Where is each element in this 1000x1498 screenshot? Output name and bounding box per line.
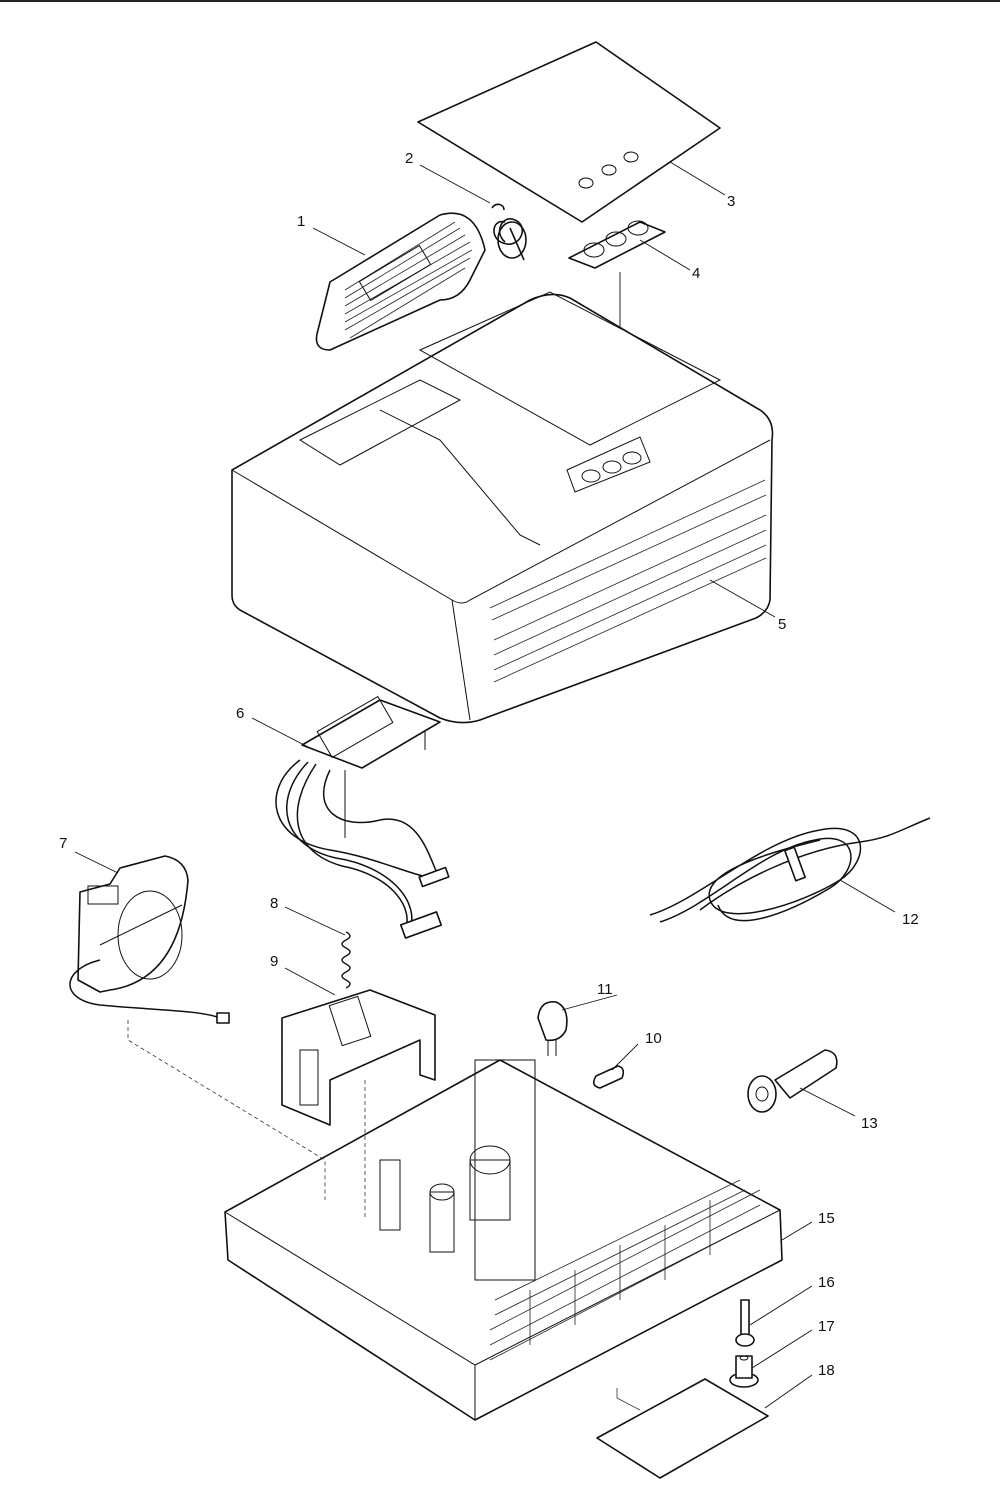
part-9-terminal-holder bbox=[281, 989, 436, 1126]
part-18-bottom-label bbox=[596, 1378, 769, 1479]
part-16-tapping-screw bbox=[735, 1299, 755, 1347]
part-11-thermistor bbox=[537, 1001, 568, 1056]
callout-label-3: 3 bbox=[727, 193, 736, 210]
callout-label-17: 17 bbox=[818, 1318, 835, 1335]
part-6-terminal-assembly bbox=[275, 695, 450, 939]
leader-10 bbox=[611, 1043, 639, 1071]
part-15-lower-housing bbox=[224, 1059, 783, 1421]
part-5-upper-housing bbox=[231, 291, 774, 724]
part-7-fan-blower bbox=[69, 855, 230, 1024]
part-13-strain-relief bbox=[747, 1049, 838, 1113]
leader-13 bbox=[799, 1087, 856, 1117]
callout-label-11: 11 bbox=[597, 981, 613, 998]
leader-1 bbox=[312, 227, 366, 256]
part-3-name-plate bbox=[417, 41, 721, 223]
callout-label-6: 6 bbox=[236, 705, 245, 722]
callout-label-8: 8 bbox=[270, 895, 279, 912]
leader-9 bbox=[284, 967, 336, 996]
leader-5 bbox=[709, 579, 776, 618]
callout-label-16: 16 bbox=[818, 1274, 835, 1291]
leader-2 bbox=[419, 164, 491, 204]
leader-6 bbox=[251, 717, 311, 749]
callout-label-5: 5 bbox=[778, 616, 787, 633]
callout-label-13: 13 bbox=[861, 1115, 878, 1132]
callout-label-9: 9 bbox=[270, 953, 279, 970]
part-8-compression-spring bbox=[341, 931, 351, 989]
leader-4 bbox=[639, 239, 691, 271]
leader-3 bbox=[669, 161, 726, 196]
leader-11 bbox=[561, 994, 618, 1011]
part-12-power-supply-cord bbox=[649, 817, 931, 923]
callout-label-2: 2 bbox=[405, 150, 414, 167]
leader-12 bbox=[839, 879, 896, 913]
part-10-fuse bbox=[592, 1065, 625, 1089]
callout-label-10: 10 bbox=[645, 1030, 662, 1047]
part-2-torsion-spring bbox=[491, 203, 527, 261]
leader-16 bbox=[749, 1285, 813, 1326]
callout-label-15: 15 bbox=[818, 1210, 835, 1227]
top-border-rule bbox=[0, 0, 1000, 2]
leader-15 bbox=[781, 1221, 813, 1241]
callout-label-1: 1 bbox=[297, 213, 306, 230]
leader-18 bbox=[764, 1374, 813, 1409]
callout-label-4: 4 bbox=[692, 265, 701, 282]
callout-label-12: 12 bbox=[902, 911, 919, 928]
leader-17 bbox=[751, 1329, 813, 1369]
part-4-lens bbox=[568, 220, 666, 269]
part-1-battery-guide-cover bbox=[315, 212, 486, 351]
callout-label-7: 7 bbox=[59, 835, 68, 852]
callout-label-18: 18 bbox=[818, 1362, 835, 1379]
leader-7 bbox=[74, 851, 119, 874]
part-17-rubber-foot bbox=[729, 1355, 759, 1388]
leader-8 bbox=[284, 906, 346, 936]
